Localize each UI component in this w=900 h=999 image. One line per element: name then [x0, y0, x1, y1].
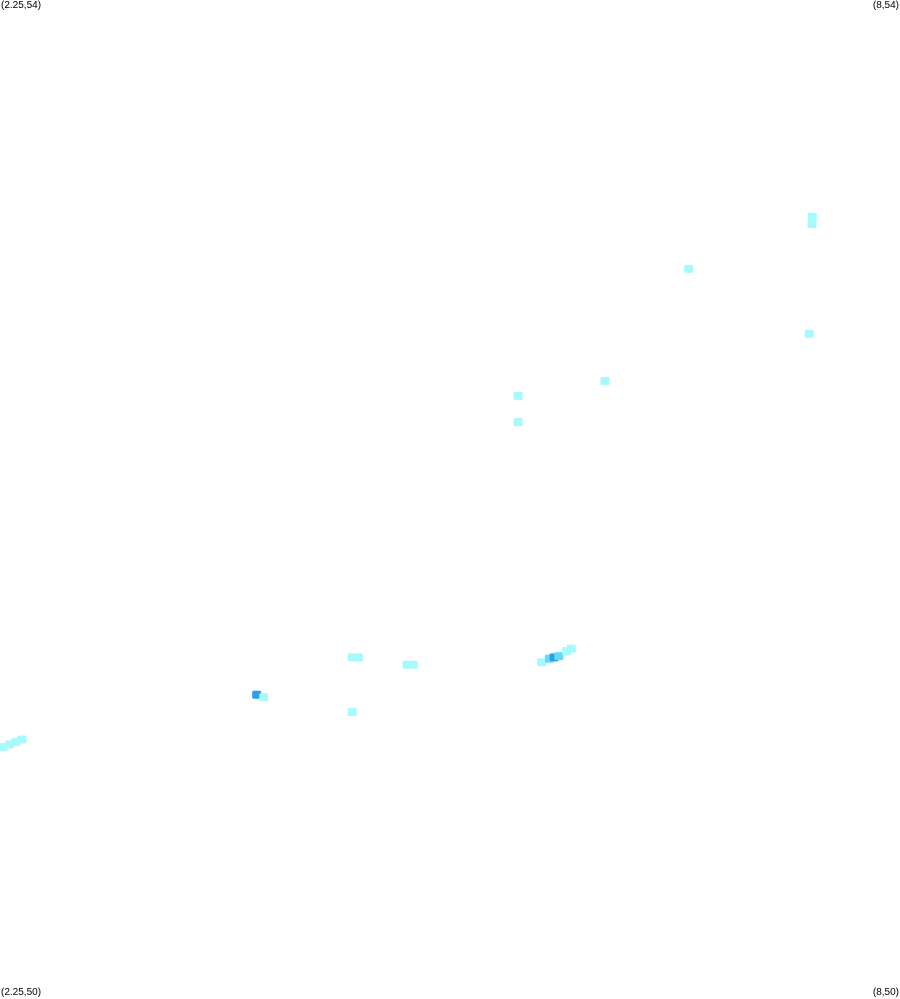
- map-cell-light: [807, 212, 817, 221]
- map-cell-light: [566, 644, 576, 653]
- map-cell-dark: [252, 690, 262, 699]
- map-cell-light: [807, 220, 817, 229]
- map-cell-light: [804, 329, 814, 338]
- map-cell-light: [513, 391, 523, 400]
- map-cell-light: [17, 735, 27, 744]
- map-cell-light: [513, 418, 523, 427]
- data-cells: [0, 212, 817, 751]
- corner-label-bottom-right: (8,50): [872, 987, 899, 998]
- map-cell-light: [684, 264, 694, 273]
- map-cell-light: [537, 658, 547, 667]
- map-cell-light: [408, 660, 418, 669]
- corner-label-top-left: (2.25,54): [1, 0, 42, 11]
- corner-label-top-right: (8,54): [872, 0, 899, 11]
- map-cell-light: [600, 377, 610, 385]
- corner-label-bottom-left: (2.25,50): [1, 987, 42, 998]
- map-cell-light: [347, 708, 357, 717]
- map-cell-light: [259, 693, 269, 702]
- map-cell-medium: [554, 652, 564, 661]
- map-cell-light: [353, 653, 363, 662]
